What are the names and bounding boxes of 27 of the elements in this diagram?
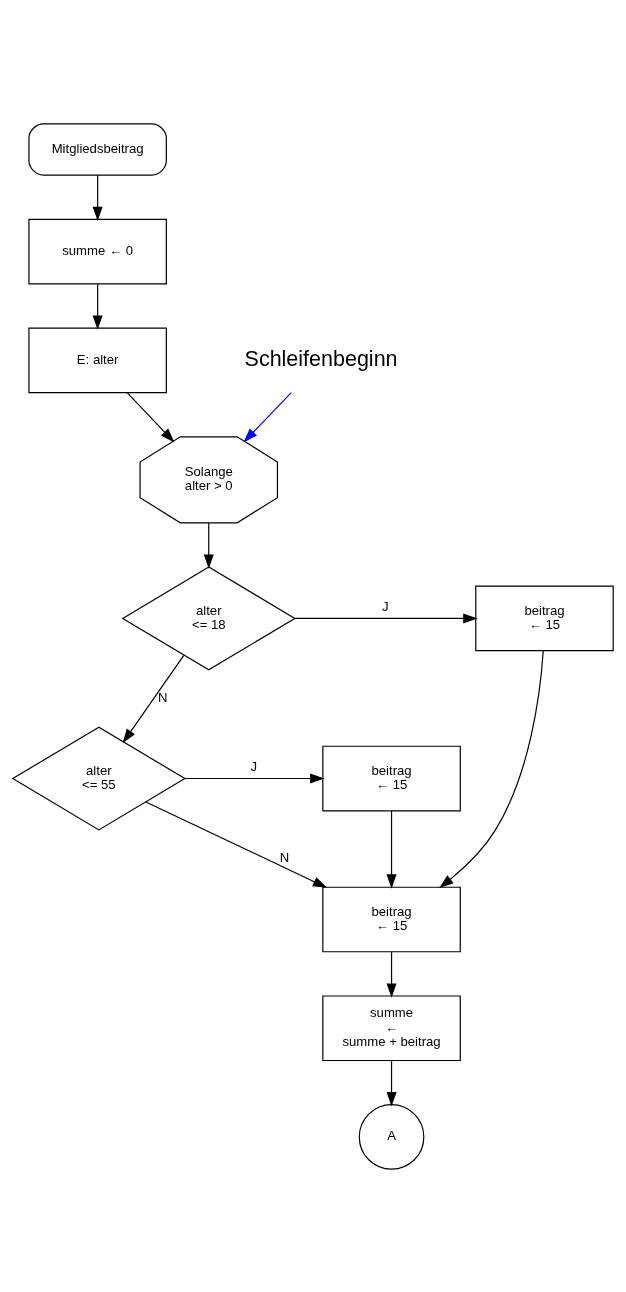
arrow — [386, 1059, 397, 1106]
node-box: beitrag ← 15 — [322, 745, 461, 811]
arrow — [294, 612, 478, 623]
arrow — [92, 174, 103, 221]
arrow — [184, 773, 325, 784]
edge-label: J — [250, 758, 258, 774]
arrow — [92, 283, 103, 330]
node-box: beitrag ← 15 — [322, 886, 461, 952]
arrow — [386, 809, 397, 889]
edge-label: N — [279, 849, 290, 865]
node-box: summe ← 0 — [28, 218, 167, 284]
node-text: Schleifenbeginn — [244, 346, 398, 371]
arrow — [122, 654, 185, 743]
node-circle: A — [358, 1103, 425, 1170]
arrow — [386, 950, 397, 998]
edge-label: J — [382, 598, 389, 614]
arrow — [203, 521, 214, 569]
arrow — [439, 649, 544, 888]
node-box: Mitgliedsbeitrag — [28, 122, 167, 176]
node-box: beitrag ← 15 — [475, 585, 614, 651]
arrow — [243, 391, 292, 442]
node-diamond: alter <= 18 — [121, 565, 296, 670]
node-box: summe ← summe + beitrag — [322, 994, 461, 1061]
edge-label: N — [158, 689, 168, 705]
node-box: E: alter — [28, 327, 167, 393]
arrow — [126, 391, 175, 442]
arrow — [145, 800, 328, 888]
